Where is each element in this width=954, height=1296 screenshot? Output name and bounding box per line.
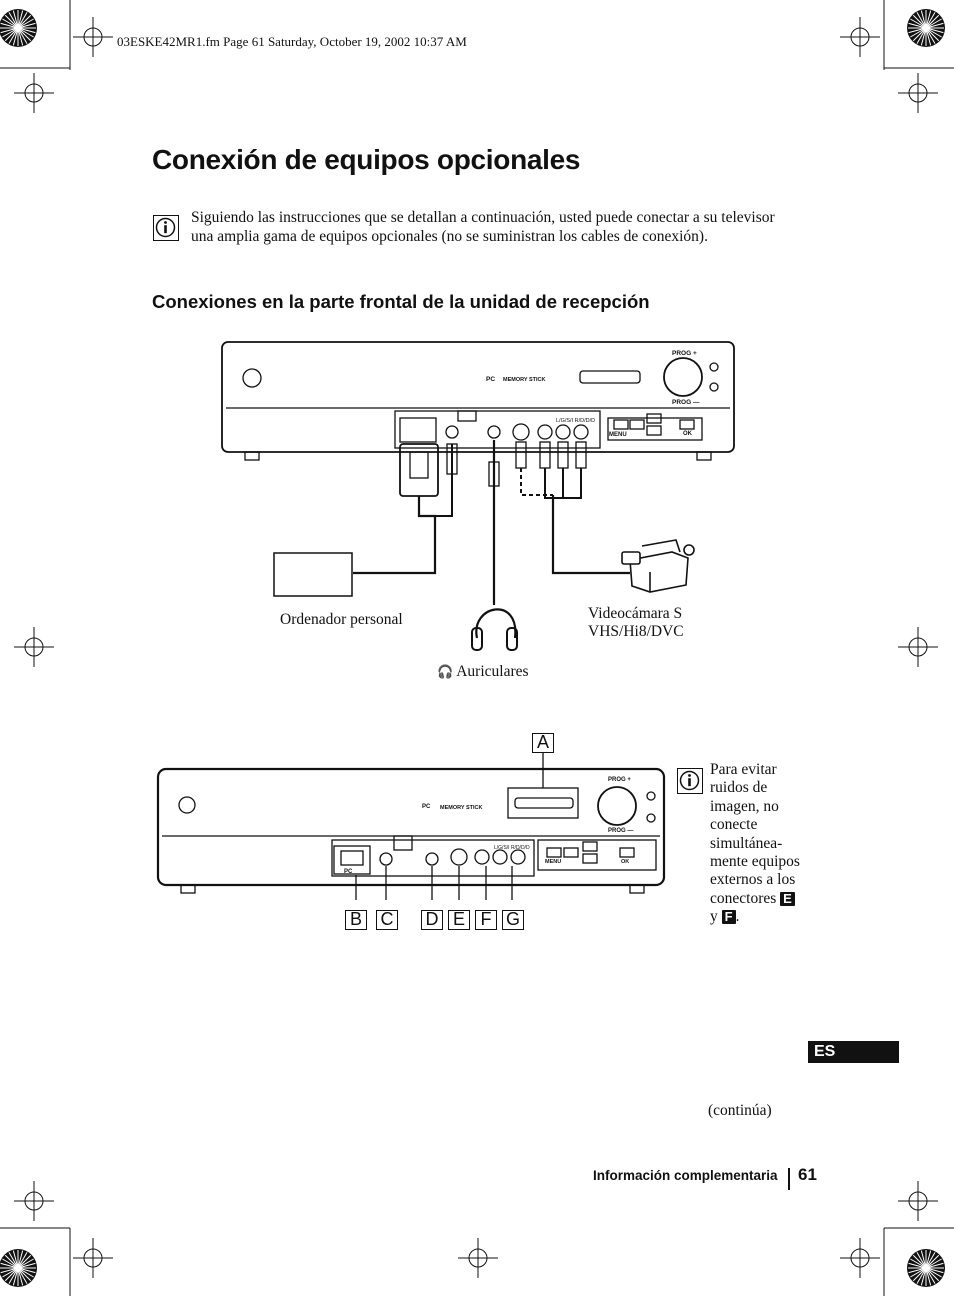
label-f: F: [475, 910, 497, 930]
footer-separator: [788, 1168, 790, 1190]
svg-text:L/G/S/I R/D/D/D: L/G/S/I R/D/D/D: [556, 418, 595, 424]
svg-text:OK: OK: [683, 431, 693, 437]
label-d: D: [421, 910, 443, 930]
svg-text:PC: PC: [344, 869, 353, 875]
headphones-symbol-icon: 🎧: [437, 664, 454, 679]
note-key-f: F: [721, 910, 736, 925]
svg-text:PC: PC: [422, 804, 431, 810]
svg-text:PROG +: PROG +: [608, 777, 631, 783]
note-text-2: y: [710, 908, 718, 926]
page-number: 61: [798, 1165, 817, 1184]
svg-text:PC: PC: [486, 376, 495, 383]
note-paragraph: Para evitar ruidos de imagen, no conecte…: [710, 761, 810, 927]
panel-diagram: PROG + PROG — MEMORY STICK PC MENU OK L/…: [156, 753, 666, 900]
svg-text:PROG +: PROG +: [672, 350, 697, 357]
svg-text:MEMORY STICK: MEMORY STICK: [440, 805, 483, 811]
svg-text:MENU: MENU: [609, 432, 627, 438]
page-title: Conexión de equipos opcionales: [152, 144, 581, 175]
camera-label-line1: Videocámara S: [588, 605, 683, 622]
note-text-3: .: [735, 908, 740, 926]
label-c: C: [376, 910, 398, 930]
label-b: B: [345, 910, 367, 930]
headphones-label: Auriculares: [456, 663, 529, 680]
svg-text:MENU: MENU: [545, 859, 561, 865]
continued-label: (continúa): [708, 1102, 772, 1119]
pc-label: Ordenador personal: [280, 611, 403, 628]
svg-text:MEMORY STICK: MEMORY STICK: [503, 377, 546, 383]
camera-label-line2: VHS/Hi8/DVC: [588, 623, 684, 640]
file-header: 03ESKE42MR1.fm Page 61 Saturday, October…: [117, 34, 467, 49]
label-g: G: [502, 910, 524, 930]
headphones-icon: [471, 608, 518, 651]
language-badge: ES: [808, 1041, 899, 1063]
label-e: E: [448, 910, 470, 930]
svg-text:L/G/S/I R/D/D/D: L/G/S/I R/D/D/D: [494, 845, 530, 851]
section-title: Conexiones en la parte frontal de la uni…: [152, 291, 650, 312]
info-icon: [153, 215, 179, 241]
svg-text:OK: OK: [621, 859, 629, 865]
note-text-1: Para evitar ruidos de imagen, no conecte…: [710, 761, 800, 907]
label-a: A: [532, 733, 554, 753]
note-key-e: E: [780, 891, 795, 906]
svg-text:PROG —: PROG —: [608, 828, 633, 834]
note-info-icon: [677, 768, 703, 794]
headphones-label-group: 🎧 Auriculares: [437, 663, 529, 681]
connection-diagram: PROG + PROG — MEMORY STICK PC MENU OK L/…: [221, 341, 735, 651]
svg-text:PROG —: PROG —: [672, 399, 700, 406]
footer-section: Información complementaria: [593, 1168, 778, 1183]
intro-paragraph: Siguiendo las instrucciones que se detal…: [191, 209, 775, 245]
camcorder-icon: [621, 539, 695, 593]
